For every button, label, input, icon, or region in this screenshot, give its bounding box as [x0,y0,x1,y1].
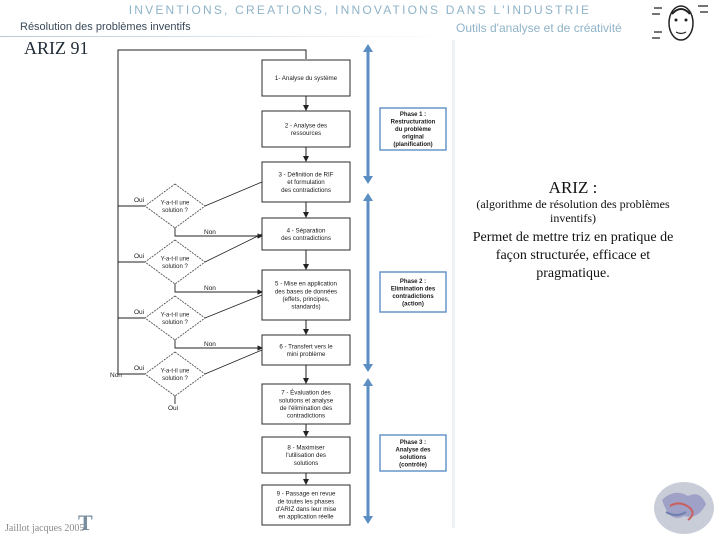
decision-diamond [144,239,206,285]
step-box [261,484,351,526]
decision-link [204,349,263,375]
decision-label: Y-a-t-il une [161,256,190,262]
decision-label: solution ? [162,208,188,214]
decision-link [204,233,263,263]
step-label: 3 - Définition de RIF [278,171,333,178]
step-box [261,110,351,148]
phase-label: du problème [395,127,432,133]
flowchart-canvas: 1- Analyse du système 2 - Analyse desress… [110,44,447,526]
phase-label: Restructuration [391,120,436,126]
phase-label: (action) [402,301,424,307]
phase-label: (planification) [393,142,432,148]
step-label: (effets, principes, [282,296,329,303]
no-connector [174,284,263,295]
phase-box [379,271,447,313]
header-left-subtitle: Résolution des problèmes inventifs [20,21,191,33]
side-subtitle: (algorithme de résolution des problèmes … [476,197,670,225]
step-label: standards) [291,304,320,311]
step-label: solutions [294,460,318,467]
footer-logo: T [78,510,93,535]
step-label: l'utilisation des [286,452,326,459]
no-connector [174,340,263,351]
no-label: Non [204,229,216,236]
step-label: 9 - Passage en revue [277,491,336,498]
decision-label: Y-a-t-il une [161,200,190,206]
step-label: mini problème [287,351,326,358]
diagram-edge [452,40,455,528]
phase-label: contradictions [392,294,434,300]
decision-diamond [144,351,206,397]
no-label: Non [204,341,216,348]
step-label: des contradictions [281,187,331,194]
step-label: des bases de données [275,288,337,295]
phase-box [379,107,447,151]
step-label: d'ARIZ dans leur mise [276,506,337,513]
decision-label: solution ? [162,376,188,382]
step-box [261,334,351,366]
decision-label: Y-a-t-il une [161,312,190,318]
yes-label: Oui [168,405,178,412]
phase-arrow-head [363,193,373,201]
step-label: solutions et analyse [279,397,334,404]
slide-title: ARIZ 91 [24,38,89,58]
step-box [261,383,351,425]
no-connector [174,228,263,239]
phase-arrow-head [363,44,373,52]
decision-label: solution ? [162,320,188,326]
brain-icon [654,482,714,534]
step-box [261,436,351,474]
step-label: de toutes les phases [278,498,335,505]
phase-label: Analyse des [395,447,431,453]
loop-back-line [117,49,307,374]
decision-link [204,181,263,207]
step-label: 6 - Transfert vers le [279,343,333,350]
header-right-subtitle: Outils d'analyse et de créativité [456,21,622,35]
step-label: contradictions [287,413,325,420]
phase-arrow-head [363,516,373,524]
step-label: 4 - Séparation [287,227,326,234]
step-label: des contradictions [281,235,331,242]
face-sketch-icon [652,5,708,41]
decision-diamond [144,183,206,229]
step-label: de l'élimination des [280,405,332,412]
phase-arrow-head [363,378,373,386]
step-label: 8 - Maximiser [287,444,324,451]
no-label: Non [110,372,122,379]
step-label: 5 - Mise en application [275,281,337,288]
phase-label: Phase 3 : [400,440,426,446]
step-box [261,59,351,97]
footer-author: Jaillot jacques 2005 [5,523,85,534]
phase-label: solutions [400,455,427,461]
no-label: Non [204,285,216,292]
decision-label: solution ? [162,264,188,270]
yes-label: Oui [134,253,144,260]
side-title: ARIZ : [548,178,598,197]
header-divider [0,36,450,37]
side-description: Permet de mettre triz en pratique de faç… [472,230,674,281]
phase-arrow-head [363,364,373,372]
step-label: 7 - Évaluation des [281,390,331,397]
phase-label: original [402,135,424,141]
decision-diamond [144,295,206,341]
phase-label: Elimination des [391,286,436,292]
step-label: ressources [291,130,321,137]
step-label: 2 - Analyse des [285,122,327,129]
step-label: 1- Analyse du système [275,75,338,82]
yes-label: Oui [134,309,144,316]
decision-link [204,294,263,319]
phase-label: (contrôle) [399,462,427,468]
step-label: et formulation [287,179,325,186]
yes-label: Oui [134,197,144,204]
phase-label: Phase 1 : [400,112,426,118]
phase-box [379,434,447,472]
step-label: en application réelle [278,514,334,521]
yes-label: Oui [134,365,144,372]
phase-label: Phase 2 : [400,279,426,285]
header-banner: INVENTIONS, CREATIONS, INNOVATIONS DANS … [128,3,592,17]
decision-label: Y-a-t-il une [161,368,190,374]
phase-arrow-head [363,176,373,184]
